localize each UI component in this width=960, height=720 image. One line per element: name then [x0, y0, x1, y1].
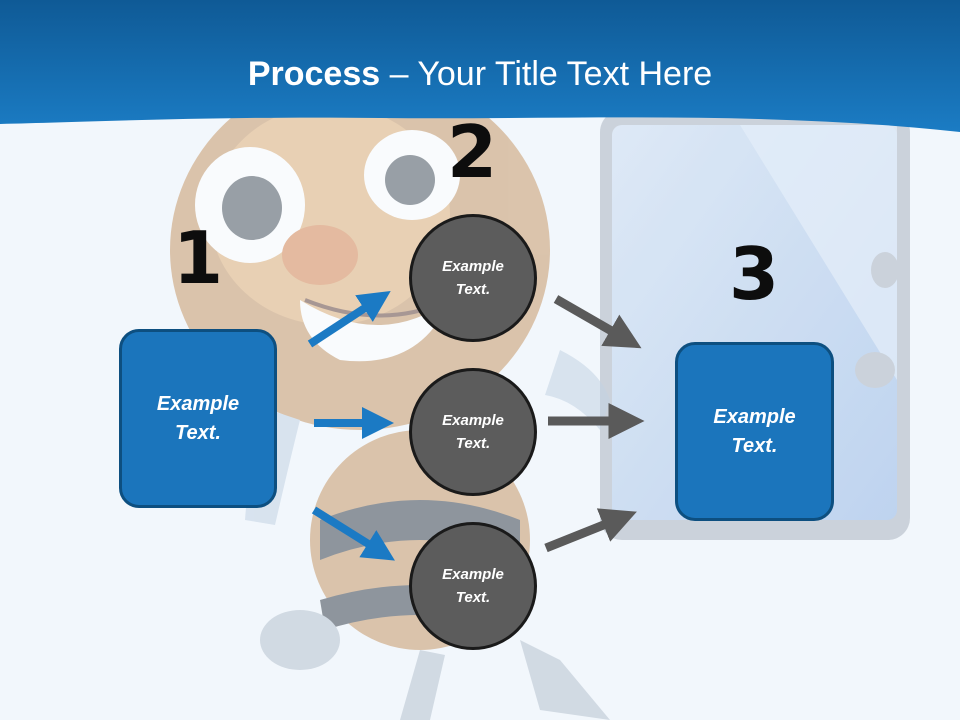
circle-middle-text-line1: Example [442, 412, 504, 429]
step-3-text-line1: Example [713, 405, 796, 428]
page-title: Process – Your Title Text Here [0, 52, 960, 96]
title-bold: Process [247, 55, 381, 93]
arrow-blue-up [307, 291, 391, 348]
circle-bottom-text-line1: Example [442, 566, 504, 583]
circle-middle-text-line2: Text. [455, 435, 491, 452]
step-1-box: Example Text. [119, 329, 277, 508]
circle-bottom-text-line2: Text. [455, 589, 491, 606]
step-3-box: Example Text. [675, 342, 834, 521]
step-1-number: 1 [172, 216, 224, 300]
step-3-number: 3 [728, 232, 780, 316]
step-2-number: 2 [446, 110, 498, 194]
step-1-text-line1: Example [156, 392, 240, 415]
arrow-gray-up [544, 508, 637, 553]
step-2-circle-top: Example Text. [409, 214, 537, 342]
arrow-gray-down [553, 295, 642, 349]
step-2-circle-middle: Example Text. [409, 368, 537, 496]
step-1-text-line2: Text. [175, 421, 221, 444]
step-3-text-line2: Text. [731, 434, 778, 457]
step-2-circle-bottom: Example Text. [409, 522, 537, 650]
arrow-blue-down [311, 506, 395, 561]
circle-top-text-line2: Text. [455, 281, 491, 298]
header-wave [0, 0, 960, 132]
circle-top-text-line1: Example [442, 258, 504, 275]
title-rest: – Your Title Text Here [380, 55, 713, 93]
